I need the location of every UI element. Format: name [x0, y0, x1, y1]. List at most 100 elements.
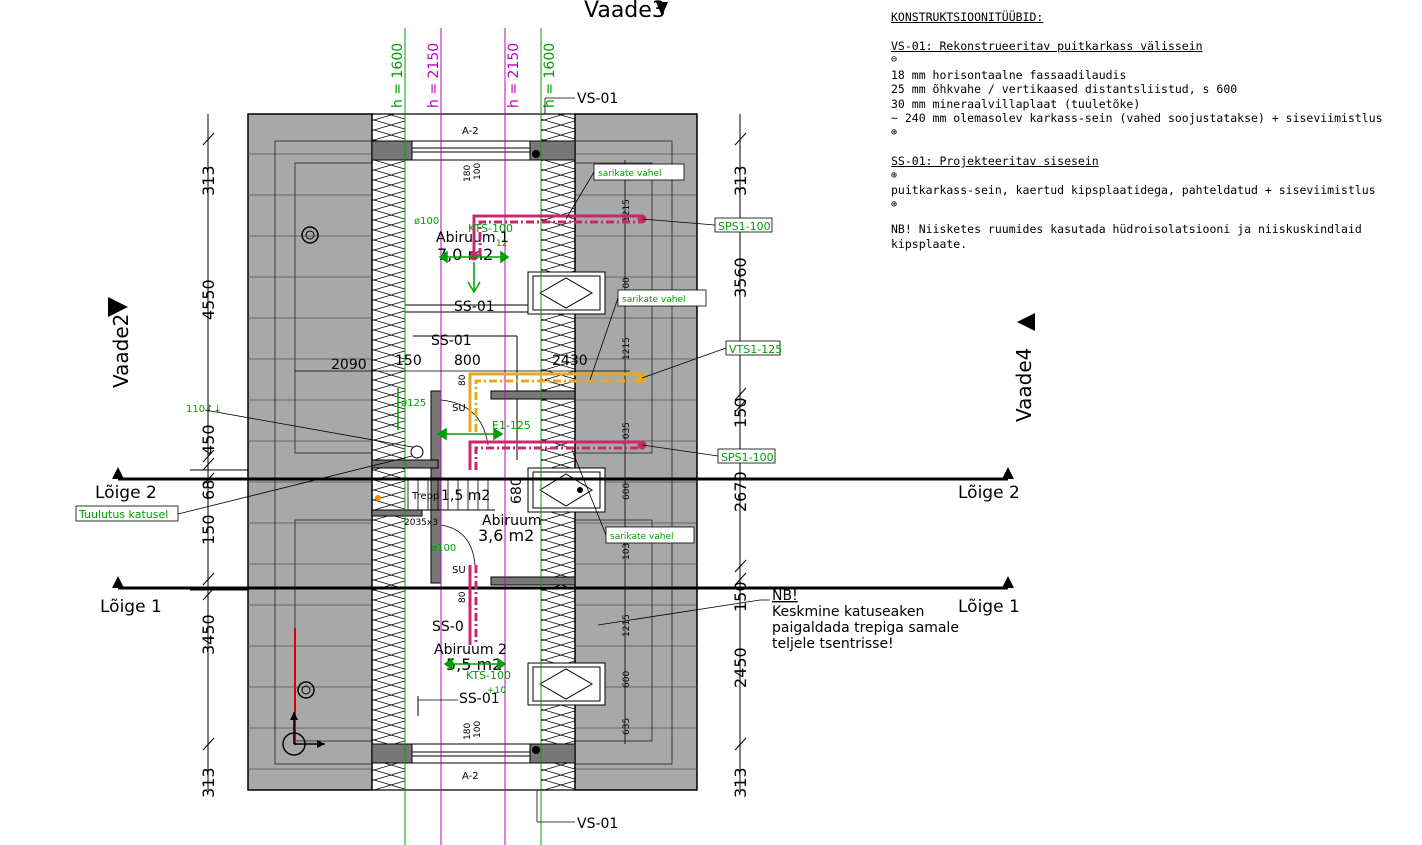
view-arrow-3 — [656, 2, 668, 16]
svg-text:sarikate vahel: sarikate vahel — [610, 532, 673, 542]
view-label-2: Vaade2 — [109, 314, 133, 388]
legend-vs-heading: VS-01: Rekonstrueeritav puitkarkass väli… — [891, 38, 1203, 53]
callout-vts1: VTS1-125 — [725, 340, 782, 356]
left-dim-1: 313 — [199, 165, 218, 196]
roof-window-3 — [527, 662, 606, 706]
dim-80-top: 80 — [458, 374, 468, 386]
mini-dim-8: 600 — [622, 671, 632, 688]
right-dim-6: 2450 — [731, 647, 750, 688]
left-dim-5: 150 — [199, 514, 218, 545]
roof-window-2 — [527, 467, 606, 513]
roof-symbols — [297, 226, 583, 699]
mini-dim-4: 1035 — [622, 422, 632, 445]
roof-window-1 — [527, 271, 606, 315]
stair — [407, 480, 489, 510]
leader-lines — [177, 171, 770, 626]
view-arrow-4 — [1017, 313, 1035, 331]
stair-label: Trepp — [411, 491, 439, 502]
mini-dim-6: 1035 — [622, 537, 632, 560]
section-tag-a2-top: A-2 — [462, 126, 479, 137]
wall-tag-ss01-d: SS-01 — [459, 691, 500, 707]
legend-vs-line-2: 25 mm õhkvahe / vertikaased distantsliis… — [891, 82, 1238, 96]
mini-dim-2: 1200 — [622, 277, 632, 300]
right-dim-2: 3560 — [731, 257, 750, 298]
callout-sps1-bottom: SPS1-100 — [717, 448, 776, 464]
svg-text:NB!: NB! — [772, 588, 798, 604]
layer-symbol-icon: ⊕ — [891, 169, 898, 181]
view-label-4: Vaade4 — [1012, 348, 1036, 422]
mini-dim-1: 1215 — [622, 199, 632, 222]
hvac-d100-b: ø100 — [431, 543, 456, 554]
wall-tag-ss01-a: SS-01 — [454, 299, 495, 315]
svg-text:SPS1-100: SPS1-100 — [718, 220, 771, 233]
hvac-d100-a: ø100 — [414, 216, 439, 227]
view-label-3: Vaade3 — [584, 0, 666, 23]
wall-tag-leaders — [418, 97, 575, 823]
point-marker-bottom — [532, 746, 540, 754]
mini-dim-3: 1215 — [622, 337, 632, 360]
wall-tag-ss01-b: SS-01 — [431, 333, 472, 349]
left-dim-4: 68 — [199, 480, 218, 500]
origin-axis — [282, 628, 325, 756]
su-tag-a: SU — [452, 403, 466, 414]
svg-text:paigaldada trepiga samale: paigaldada trepiga samale — [772, 620, 959, 636]
point-marker-top — [532, 150, 540, 158]
svg-text:Keskmine katuseaken: Keskmine katuseaken — [772, 604, 924, 620]
height-label-2: h = 2150 — [426, 43, 442, 108]
hvac-d125: ø125 — [401, 398, 426, 409]
legend-ss-line-1: puitkarkass-sein, kaertud kipsplaatidega… — [891, 183, 1376, 197]
wall-tag-ss01-c: SS-0 — [432, 619, 464, 635]
left-dim-3: 450 — [199, 424, 218, 455]
dim-800: 800 — [454, 353, 481, 369]
right-dim-4: 2670 — [731, 471, 750, 512]
room-1-name: Abiruum 1 — [436, 230, 509, 246]
wall-tag-vs01-top: VS-01 — [577, 91, 618, 107]
height-label-3: h = 2150 — [506, 43, 522, 108]
hvac-kts100-bottom: KTS-100 — [466, 669, 511, 682]
stair-area: 1,5 m2 — [441, 488, 490, 504]
hvac-e1-125: E1-125 — [492, 419, 531, 432]
duct-yellow — [468, 372, 647, 432]
left-dim-7: 313 — [199, 767, 218, 798]
callout-hint-1: sarikate vahel — [593, 163, 685, 181]
legend-nb-note: NB! Niisketes ruumides kasutada hüdroiso… — [891, 222, 1362, 251]
dim-180-bottom: 180 — [463, 723, 473, 740]
mini-dim-9: 635 — [622, 718, 632, 735]
hvac-v12a: 12 — [496, 239, 507, 249]
section-label-2-left: Lõige 2 — [95, 483, 157, 503]
hvac-markers — [397, 250, 510, 671]
svg-text:Tuulutus katusel: Tuulutus katusel — [78, 508, 168, 521]
callout-sps1-top: SPS1-100 — [714, 217, 773, 233]
height-label-4: h = 1600 — [542, 43, 558, 108]
right-dim-3: 150 — [731, 397, 750, 428]
left-dim-2: 4550 — [199, 279, 218, 320]
callout-tuulutus: Tuulutus katusel — [75, 505, 179, 522]
duct-pink-middle — [468, 440, 647, 645]
layer-symbol-icon: ⊕ — [891, 126, 898, 138]
left-dim-6: 3450 — [199, 614, 218, 655]
legend-title: KONSTRUKTSIOONITÜÜBID: — [891, 10, 1044, 24]
dim-100-bottom: 100 — [473, 721, 483, 738]
room-3-name: Abiruum — [482, 513, 542, 529]
view-arrow-2 — [108, 297, 128, 317]
dim-80-bottom: 80 — [458, 591, 468, 603]
svg-text:SPS1-100: SPS1-100 — [721, 451, 774, 464]
svg-text:sarikate vahel: sarikate vahel — [598, 169, 661, 179]
section-line-2 — [112, 467, 1014, 481]
svg-text:teljele tsentrisse!: teljele tsentrisse! — [772, 636, 894, 652]
nb-note: NB! Keskmine katuseaken paigaldada trepi… — [772, 588, 959, 652]
dim-100-top: 100 — [473, 163, 483, 180]
room-2-name: Abiruum 2 — [434, 642, 507, 658]
mini-dim-7: 1215 — [622, 614, 632, 637]
svg-text:VTS1-125: VTS1-125 — [729, 343, 782, 356]
callout-hint-3: sarikate vahel — [605, 526, 695, 544]
layer-symbol-icon: ⊖ — [891, 54, 898, 65]
right-dim-7: 313 — [731, 767, 750, 798]
dim-2430: 2430 — [552, 353, 588, 369]
svg-text:sarikate vahel: sarikate vahel — [622, 295, 685, 305]
right-dim-5: 150 — [731, 581, 750, 612]
wall-insulation-left — [371, 113, 406, 791]
section-label-1-right: Lõige 1 — [958, 597, 1020, 617]
section-label-2-right: Lõige 2 — [958, 483, 1020, 503]
room-3-area: 3,6 m2 — [478, 526, 534, 545]
